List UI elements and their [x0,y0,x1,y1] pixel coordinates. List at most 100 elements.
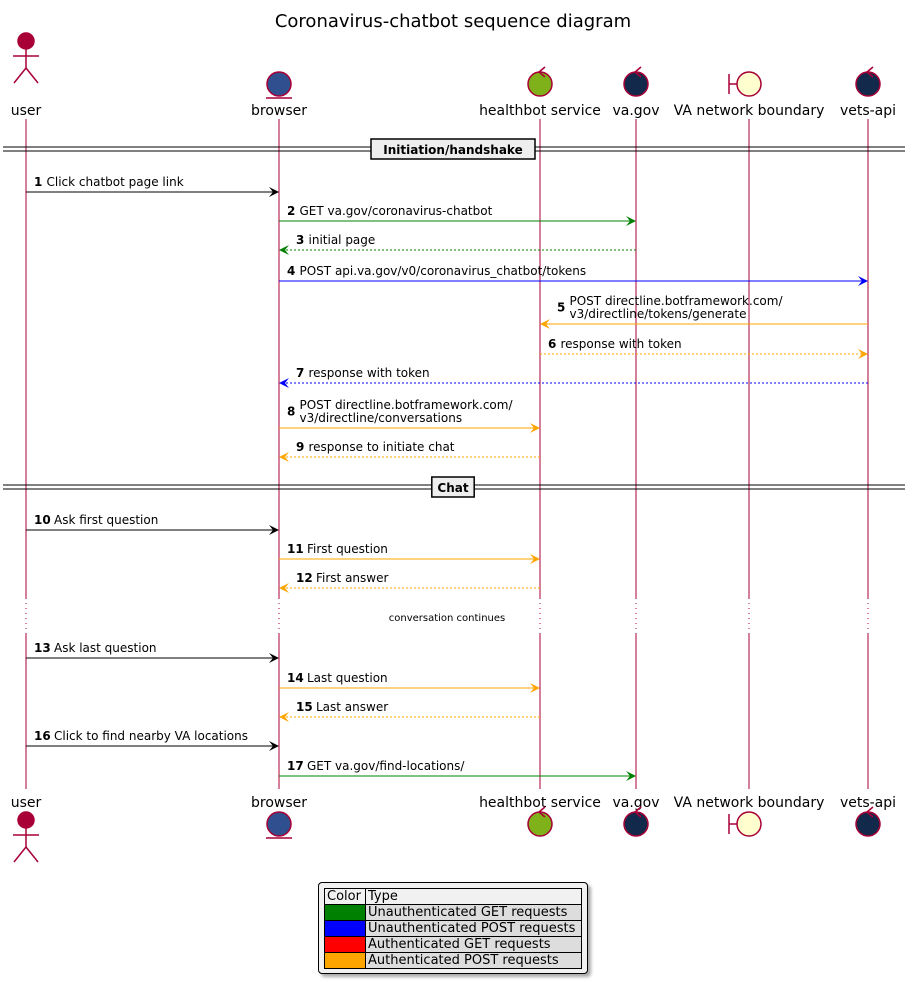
participant-name-boundary: VA network boundary [674,103,825,119]
legend: Color Type Unauthenticated GET requests … [318,882,588,974]
message-label: Last answer [316,700,388,714]
message-label: POST directline.botframework.com/ [570,294,784,308]
delay-cover [24,598,28,634]
participant-name-vetsapi: vets-api [840,795,896,811]
control-arrow [866,806,874,818]
legend-table: Color Type Unauthenticated GET requests … [324,888,582,969]
message-number: 7 [296,366,304,380]
control-circle [855,811,881,837]
actor-leg-right [25,846,39,863]
actor-icon [13,811,39,863]
delay-cover [634,598,638,634]
message-number: 5 [557,301,565,315]
message-label: First answer [316,571,388,585]
entity-icon [266,71,292,99]
divider-label: Chat [437,481,468,495]
boundary-icon [728,811,762,837]
legend-row: Authenticated POST requests [324,952,582,969]
message-2: 2 GET va.gov/coronavirus-chatbot [279,204,636,226]
legend-swatch [324,952,366,969]
legend-row: Unauthenticated GET requests [324,904,582,921]
actor-head [17,811,35,829]
divider-box [370,138,536,160]
control-icon [623,66,649,97]
legend-label: Unauthenticated POST requests [365,920,582,937]
entity-circle [266,71,292,97]
divider-initiation-handshake: Initiation/handshake [3,138,905,160]
participant-name-vagov: va.gov [612,795,659,811]
control-icon [527,66,553,97]
control-arrow [538,806,546,818]
actor-leg-left [13,67,27,84]
diagram-title: Coronavirus-chatbot sequence diagram [275,11,631,32]
message-label: response to initiate chat [309,440,455,454]
divider-label: Initiation/handshake [383,143,522,157]
participant-name-boundary: VA network boundary [674,795,825,811]
boundary-icon [728,71,762,97]
legend-label: Unauthenticated GET requests [365,904,582,921]
message-number: 2 [287,204,295,218]
control-arrow [866,66,874,78]
participant-name-healthbot: healthbot service [479,795,601,811]
control-circle [623,71,649,97]
control-arrow [634,806,642,818]
actor-leg-left [13,846,27,863]
message-label: Ask first question [54,513,158,527]
delay-cover [277,598,281,634]
participant-name-vagov: va.gov [612,103,659,119]
message-label: Click to find nearby VA locations [54,729,248,743]
actor-head [17,32,35,50]
participant-name-browser: browser [251,103,307,119]
participant-name-vetsapi: vets-api [840,103,896,119]
legend-label: Authenticated POST requests [365,952,582,969]
message-5: 5 POST directline.botframework.com/v3/dir… [540,294,868,329]
legend-header-row: Color Type [324,888,582,905]
entity-circle [266,811,292,837]
participant-name-user: user [11,103,42,119]
legend-row: Unauthenticated POST requests [324,920,582,937]
message-number: 3 [296,233,304,247]
delay-label: conversation continues [389,613,506,624]
message-label: Last question [307,671,388,685]
message-label: v3/directline/tokens/generate [570,307,747,321]
message-label: GET va.gov/coronavirus-chatbot [300,204,493,218]
control-circle [527,71,553,97]
message-label: response with token [561,337,682,351]
control-arrow [634,66,642,78]
legend-header-color: Color [324,888,366,905]
control-circle [527,811,553,837]
message-number: 4 [287,264,295,278]
legend-swatch [324,936,366,953]
message-number: 12 [296,571,313,585]
control-icon [855,66,881,97]
legend-row: Authenticated GET requests [324,936,582,953]
participant-name-browser: browser [251,795,307,811]
legend-swatch [324,904,366,921]
delay-section: conversation continues [24,598,870,634]
delay-cover [538,598,542,634]
delay-cover [866,598,870,634]
control-icon [527,806,553,837]
legend-header-type: Type [365,888,582,905]
message-number: 14 [287,671,304,685]
control-arrow [538,66,546,78]
message-number: 17 [287,759,304,773]
lifelines [25,119,869,789]
divider-box [431,476,475,498]
message-label: v3/directline/conversations [300,411,463,425]
control-icon [623,806,649,837]
message-number: 10 [34,513,51,527]
